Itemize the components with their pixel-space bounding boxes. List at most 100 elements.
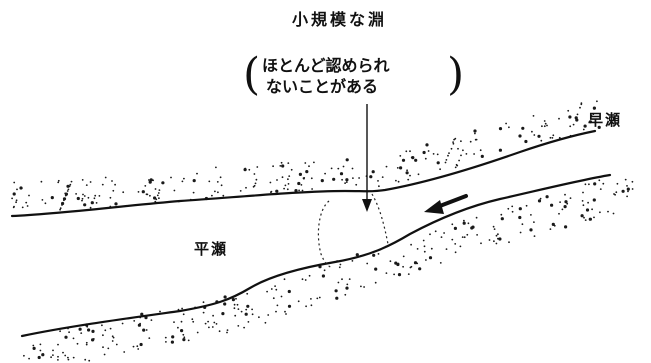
gravel-dot <box>568 115 572 119</box>
gravel-dot <box>621 189 625 193</box>
gravel-dot <box>580 214 584 218</box>
gravel-dot <box>450 147 453 150</box>
gravel-dot <box>460 140 462 143</box>
gravel-dot <box>572 123 575 126</box>
gravel-dot <box>57 355 59 358</box>
gravel-dot <box>287 178 289 181</box>
gravel-dot <box>417 173 420 176</box>
gravel-dot <box>476 234 478 236</box>
gravel-dot <box>109 327 112 330</box>
gravel-dot <box>149 178 153 182</box>
gravel-dot <box>543 125 546 128</box>
lower-bank-line <box>20 173 612 338</box>
gravel-dot <box>455 163 458 166</box>
gravel-dot <box>83 203 87 207</box>
gravel-dot <box>37 355 41 360</box>
gravel-dot <box>545 195 549 199</box>
gravel-dot <box>132 345 135 348</box>
gravel-dot <box>410 265 413 268</box>
gravel-dot <box>85 341 88 344</box>
gravel-dot <box>334 289 338 293</box>
gravel-dot <box>87 328 91 332</box>
gravel-dot <box>283 187 285 190</box>
gravel-dot <box>39 343 42 346</box>
gravel-dot <box>425 143 429 147</box>
gravel-dot <box>304 279 307 281</box>
gravel-dot <box>341 278 343 281</box>
gravel-dot <box>216 181 219 183</box>
gravel-dot <box>447 154 449 157</box>
gravel-dot <box>244 167 247 170</box>
gravel-dot <box>90 201 94 205</box>
gravel-dot <box>153 196 157 200</box>
gravel-dot <box>253 173 256 175</box>
gravel-dot <box>137 191 140 193</box>
gravel-dot <box>588 183 590 186</box>
gravel-dot <box>245 308 248 311</box>
gravel-dot <box>434 230 437 233</box>
gravel-dot <box>76 196 80 201</box>
gravel-dot <box>102 346 104 349</box>
gravel-dot <box>226 331 228 334</box>
gravel-dot <box>592 113 595 116</box>
gravel-dot <box>631 188 634 190</box>
gravel-dot <box>443 232 445 234</box>
gravel-dot <box>597 125 601 129</box>
gravel-dot <box>270 288 273 290</box>
gravel-dot <box>488 239 491 241</box>
gravel-dot <box>444 161 447 164</box>
gravel-dot <box>255 178 258 181</box>
gravel-dot <box>98 195 101 197</box>
gravel-dot <box>39 349 42 352</box>
gravel-dot <box>173 321 175 323</box>
gravel-dot <box>237 308 240 310</box>
gravel-dot <box>457 147 459 150</box>
gravel-dot <box>575 118 579 122</box>
gravel-dot <box>28 194 30 197</box>
gravel-dot <box>109 196 112 199</box>
gravel-dot <box>495 234 498 237</box>
gravel-dot <box>253 184 256 187</box>
gravel-dot <box>566 202 569 205</box>
gravel-dot <box>627 190 629 193</box>
gravel-dot <box>521 126 525 130</box>
gravel-dot <box>593 182 597 186</box>
gravel-dot <box>405 150 408 153</box>
gravel-dot <box>180 320 183 323</box>
gravel-dot <box>458 159 460 162</box>
gravel-dot <box>59 207 62 210</box>
gravel-dot <box>156 194 159 197</box>
gravel-dot <box>518 207 522 211</box>
gravel-dot <box>395 179 397 182</box>
gravel-dot <box>104 176 107 179</box>
gravel-dot <box>158 189 161 192</box>
gravel-dot <box>276 304 279 307</box>
gravel-dot <box>345 181 348 184</box>
gravel-dot <box>40 180 43 183</box>
gravel-dot <box>612 212 615 215</box>
gravel-dot <box>459 245 462 248</box>
gravel-dot <box>592 198 596 202</box>
gravel-dot <box>237 325 240 327</box>
gravel-dot <box>64 192 68 196</box>
gravel-dot <box>297 181 301 186</box>
gravel-dot <box>451 223 454 226</box>
gravel-dot <box>427 150 430 152</box>
pool-outline-right <box>371 193 389 245</box>
gravel-dot <box>142 328 146 332</box>
gravel-dot <box>287 289 291 294</box>
gravel-dot <box>181 307 184 310</box>
gravel-dot <box>583 216 585 219</box>
gravel-dot <box>532 115 535 117</box>
gravel-dot <box>474 132 476 135</box>
gravel-dot <box>580 103 583 106</box>
down-arrow-icon <box>362 104 372 212</box>
small-pool-label: 小規模な淵 <box>292 10 387 29</box>
gravel-dot <box>563 205 567 209</box>
gravel-dot <box>89 206 92 209</box>
gravel-dot <box>287 162 290 165</box>
upper-bank <box>10 100 601 218</box>
gravel-dot <box>220 184 223 187</box>
gravel-dot <box>310 298 312 300</box>
flat-riffle-label: 平瀬 <box>194 240 228 258</box>
